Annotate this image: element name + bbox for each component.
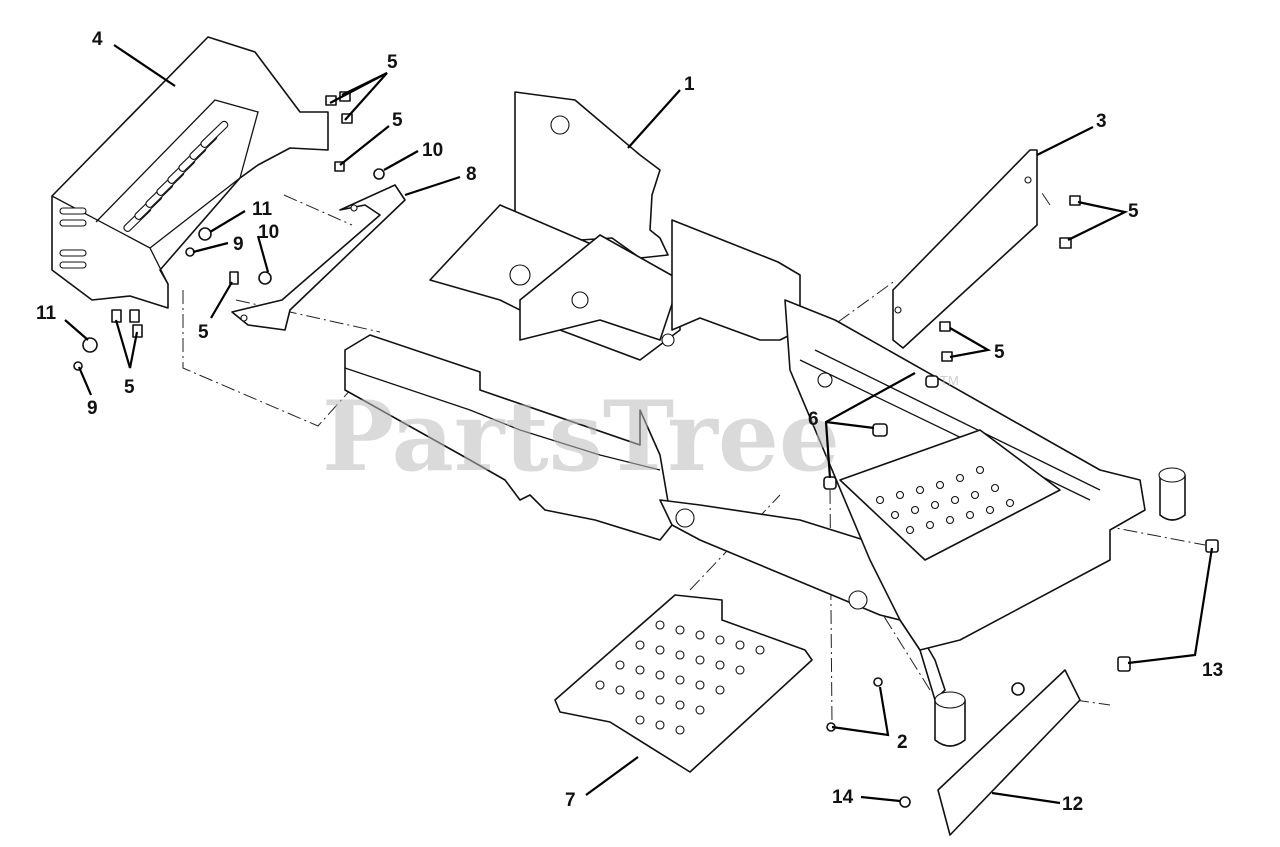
callout-14: 14	[832, 787, 854, 808]
callout-11-upper: 11	[252, 199, 273, 220]
part-4-slots	[59, 120, 229, 269]
callout-1: 1	[684, 74, 695, 95]
callout-leaders	[64, 44, 1214, 805]
callout-6: 6	[808, 409, 819, 430]
watermark-trademark: TM	[940, 373, 959, 388]
callout-5-upper: 5	[392, 110, 403, 131]
callout-3: 3	[1096, 111, 1107, 132]
callout-5-center-left: 5	[198, 322, 209, 343]
callout-13: 13	[1202, 660, 1223, 681]
callout-labels: 1 2 3 4 5 5 5 5 5 5 6 7 8 9 9 10 10 11 1…	[36, 29, 1223, 815]
assembly-guide-lines	[182, 189, 1206, 726]
callout-11-lower: 11	[36, 303, 57, 324]
callout-10-upper: 10	[422, 140, 443, 161]
callout-5-top: 5	[387, 52, 398, 73]
part-3-side-plate	[892, 149, 1038, 349]
callout-7: 7	[565, 790, 576, 811]
part-8-bracket	[231, 184, 406, 331]
callout-5-left: 5	[124, 377, 135, 398]
frame-floor-holes	[875, 465, 1015, 535]
callout-8: 8	[466, 164, 477, 185]
hardware-fasteners	[73, 91, 1219, 808]
callout-9-lower: 9	[87, 398, 98, 419]
callout-9-upper: 9	[233, 234, 244, 255]
part-12-bar-plate	[937, 669, 1081, 836]
part-7-foot-plate	[554, 594, 813, 773]
callout-5-mid-right: 5	[994, 342, 1005, 363]
watermark: PartsTree	[322, 380, 840, 493]
callout-4: 4	[92, 29, 103, 50]
callout-10-lower: 10	[258, 222, 279, 243]
part-1-main-frame	[344, 91, 1186, 747]
callout-2: 2	[897, 732, 908, 753]
part-4-rear-housing	[51, 36, 329, 309]
foot-plate-holes	[595, 620, 765, 735]
callout-5-right: 5	[1128, 201, 1139, 222]
callout-12: 12	[1062, 794, 1083, 815]
